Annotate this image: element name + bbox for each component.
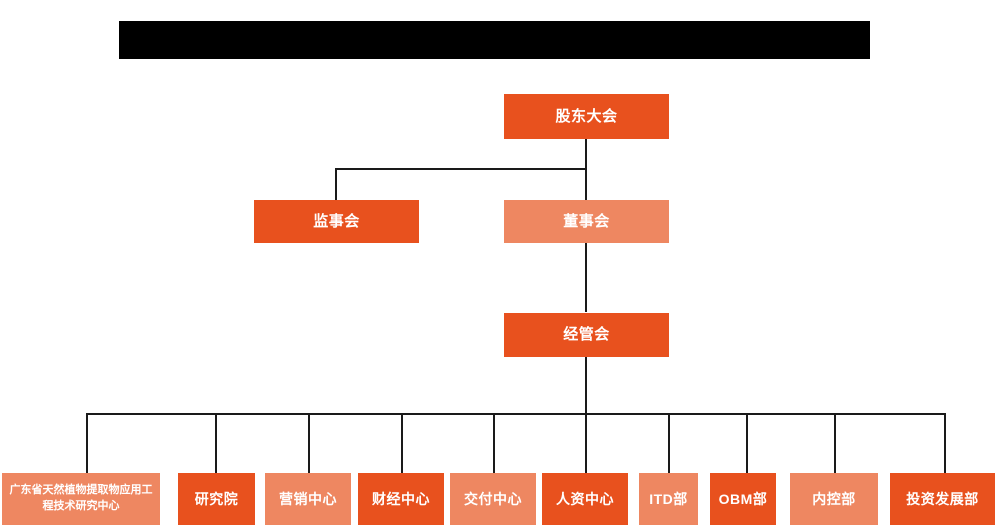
- connector-directors-to-management: [585, 242, 587, 312]
- connector-drop-research-ctr: [86, 413, 88, 473]
- node-label: OBM部: [718, 490, 768, 507]
- connector-shareholders-down: [585, 139, 587, 170]
- connector-drop-hr: [585, 413, 587, 473]
- node-label: 研究院: [194, 490, 239, 507]
- node-hr-center[interactable]: 人资中心: [542, 473, 628, 525]
- node-shareholders[interactable]: 股东大会: [504, 94, 669, 139]
- node-label: 广东省天然植物提取物应用工程技术研究中心: [9, 484, 153, 512]
- connector-row1-bus: [335, 168, 587, 170]
- connector-drop-internal-ctrl: [834, 413, 836, 473]
- node-investment-development-department[interactable]: 投资发展部: [890, 473, 995, 525]
- node-marketing-center[interactable]: 营销中心: [265, 473, 351, 525]
- node-label: 投资发展部: [906, 490, 979, 507]
- connector-drop-investment: [944, 413, 946, 473]
- connector-drop-marketing: [308, 413, 310, 473]
- node-directors[interactable]: 董事会: [504, 200, 669, 243]
- node-supervisors[interactable]: 监事会: [254, 200, 419, 243]
- node-finance-center[interactable]: 财经中心: [358, 473, 444, 525]
- connector-drop-itd: [668, 413, 670, 473]
- connector-drop-institute: [215, 413, 217, 473]
- node-research-center[interactable]: 广东省天然植物提取物应用工程技术研究中心: [2, 473, 160, 525]
- node-obm-department[interactable]: OBM部: [710, 473, 776, 525]
- node-itd-department[interactable]: ITD部: [639, 473, 698, 525]
- node-label: 股东大会: [555, 107, 618, 125]
- connector-drop-delivery: [493, 413, 495, 473]
- connector-departments-bus: [86, 413, 945, 415]
- node-institute[interactable]: 研究院: [178, 473, 255, 525]
- connector-drop-obm: [746, 413, 748, 473]
- connector-management-down: [585, 357, 587, 414]
- node-label: 人资中心: [556, 490, 614, 507]
- node-label: 监事会: [313, 212, 360, 230]
- connector-to-supervisors: [335, 168, 337, 201]
- node-label: ITD部: [649, 490, 688, 507]
- connector-drop-finance: [401, 413, 403, 473]
- node-internal-control-department[interactable]: 内控部: [790, 473, 878, 525]
- node-label: 交付中心: [464, 490, 522, 507]
- node-label: 营销中心: [279, 490, 337, 507]
- node-delivery-center[interactable]: 交付中心: [450, 473, 536, 525]
- redacted-title-banner: [119, 21, 870, 59]
- connector-to-directors: [585, 168, 587, 201]
- node-label: 董事会: [563, 212, 610, 230]
- node-label: 内控部: [812, 490, 856, 507]
- node-label: 财经中心: [372, 490, 430, 507]
- node-label: 经管会: [563, 326, 610, 344]
- node-management[interactable]: 经管会: [504, 313, 669, 357]
